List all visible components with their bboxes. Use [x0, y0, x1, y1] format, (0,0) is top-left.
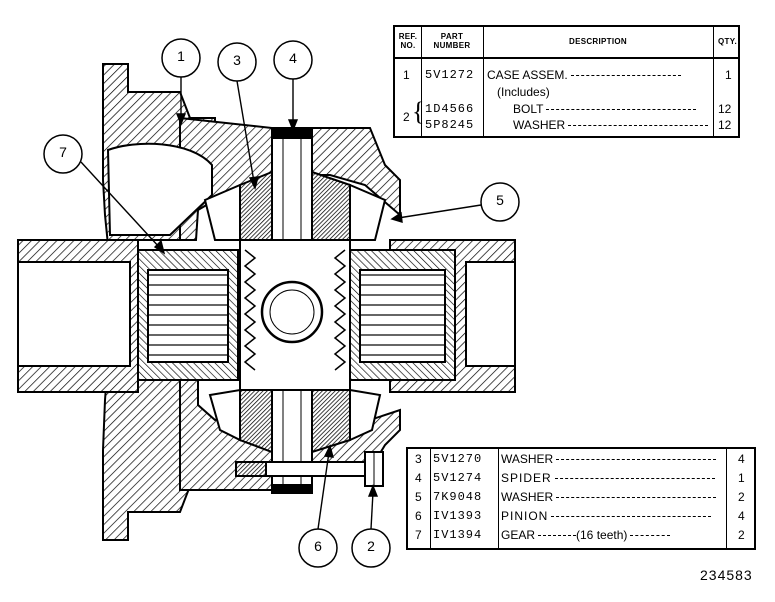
- axle-bores: [17, 142, 516, 367]
- table-row-part: 5V1274: [433, 471, 483, 485]
- table-row-ref: 5: [415, 490, 422, 504]
- table-row-description: WASHER: [513, 118, 709, 132]
- table-row-description: WASHER: [501, 490, 717, 504]
- table-row-part: 7K9048: [433, 490, 483, 504]
- spider: [239, 127, 351, 494]
- parts-table-header: [395, 27, 738, 59]
- table-row: 4 5V1274 SPIDER 1: [408, 471, 754, 488]
- drawing-number: 234583: [700, 567, 753, 583]
- callout-bubble-7: [43, 134, 83, 174]
- callout-bubbles: [43, 38, 520, 568]
- callout-bubble-5: [480, 182, 520, 222]
- callout-4: 4: [289, 50, 297, 66]
- table-row-ref: 3: [415, 452, 422, 466]
- gear-teeth: [243, 249, 347, 371]
- table-row-part: 5V1270: [433, 452, 483, 466]
- group-brace: {: [412, 97, 425, 126]
- table-row: 5 7K9048 WASHER 2: [408, 490, 754, 507]
- table-row-part: 5P8245: [425, 118, 475, 132]
- header-qty: QTY.: [718, 37, 737, 46]
- table-row-qty: 2: [738, 490, 745, 504]
- parts-table-top: REF. NO. PART NUMBER DESCRIPTION QTY. 1 …: [393, 25, 740, 138]
- table-row-description: WASHER: [501, 452, 717, 466]
- header-part-number: PART NUMBER: [433, 32, 471, 50]
- table-row-qty: 1: [738, 471, 745, 485]
- table-row-ref: 4: [415, 471, 422, 485]
- callout-7: 7: [59, 144, 67, 160]
- table-row-qty: 4: [738, 452, 745, 466]
- bolt: [235, 451, 384, 487]
- header-description: DESCRIPTION: [569, 37, 627, 46]
- table-row-part: 1D4566: [425, 102, 475, 116]
- table-row-qty: 12: [718, 118, 732, 132]
- callout-2: 2: [367, 538, 375, 554]
- table-row-qty: 1: [725, 68, 732, 82]
- callout-5: 5: [496, 192, 504, 208]
- leader-lines: [80, 77, 482, 530]
- table-row-description: SPIDER: [501, 471, 715, 485]
- table-row-description: GEAR(16 teeth): [501, 528, 671, 542]
- table-row-description: BOLT: [513, 102, 697, 116]
- table-row-qty: 2: [738, 528, 745, 542]
- table-row-qty: 12: [718, 102, 732, 116]
- table-row-part: IV1393: [433, 509, 483, 523]
- table-row-ref: 1: [403, 68, 410, 82]
- table-row-part: 5V1272: [425, 68, 475, 82]
- table-row-ref: 2: [403, 110, 410, 124]
- table-row-note: (16 teeth): [576, 528, 628, 542]
- table-row-ref: 7: [415, 528, 422, 542]
- table-row-description: PINION: [501, 509, 712, 523]
- callout-6: 6: [314, 538, 322, 554]
- table-row-part: IV1394: [433, 528, 483, 542]
- header-ref-no: REF. NO.: [398, 32, 418, 50]
- parts-table-bottom: 3 5V1270 WASHER 4 4 5V1274 SPIDER 1 5 7K…: [406, 447, 756, 550]
- callout-3: 3: [233, 52, 241, 68]
- side-gears: [137, 249, 456, 381]
- callout-1: 1: [177, 48, 185, 64]
- pinions: [203, 170, 387, 454]
- table-row: 6 IV1393 PINION 4: [408, 509, 754, 526]
- table-row-ref: 6: [415, 509, 422, 523]
- table-row-qty: 4: [738, 509, 745, 523]
- table-row: 3 5V1270 WASHER 4: [408, 452, 754, 469]
- table-row-description: (Includes): [497, 85, 550, 99]
- table-row: 7 IV1394 GEAR(16 teeth) 2: [408, 528, 754, 545]
- table-row-description: CASE ASSEM.: [487, 68, 681, 82]
